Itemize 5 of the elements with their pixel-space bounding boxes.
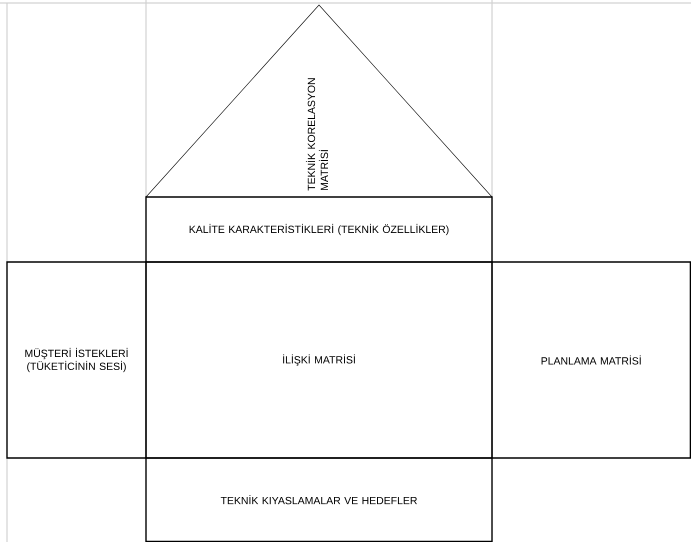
matrix-box: MÜŞTERİ İSTEKLERİ (TÜKETİCİNİN SESİ) — [6, 261, 147, 459]
matrix-box: PLANLAMA MATRİSİ — [491, 261, 691, 459]
matrix-box: KALİTE KARAKTERİSTİKLERİ (TEKNİK ÖZELLİKLER) — [145, 196, 493, 263]
matrix-box: TEKNİK KIYASLAMALAR VE HEDEFLER — [145, 457, 493, 542]
matrix-box: İLİŞKİ MATRİSİ — [145, 261, 493, 459]
